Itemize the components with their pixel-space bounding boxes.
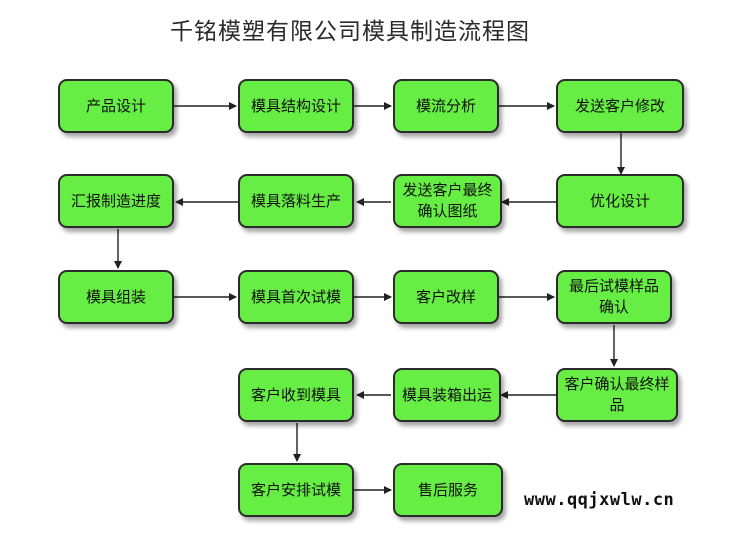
step-send-client-revision: 发送客户修改 [556,79,684,133]
step-client-receive-mold: 客户收到模具 [238,368,354,422]
step-client-confirm-final-sample: 客户确认最终样品 [556,368,678,422]
step-mold-structure-design: 模具结构设计 [238,79,354,133]
step-report-progress: 汇报制造进度 [58,174,174,228]
diagram-title: 千铭模塑有限公司模具制造流程图 [170,19,530,45]
website-watermark: www.qqjxwlw.cn [524,490,675,510]
step-optimize-design: 优化设计 [556,174,684,228]
step-first-trial: 模具首次试模 [238,270,354,324]
step-client-revise-sample: 客户改样 [393,270,499,324]
step-product-design: 产品设计 [58,79,174,133]
step-mold-packing-shipping: 模具装箱出运 [393,368,501,422]
step-client-arrange-trial: 客户安排试模 [238,463,354,517]
step-mold-flow-analysis: 模流分析 [393,79,499,133]
step-final-trial-sample-confirm: 最后试模样品确认 [556,270,672,324]
step-after-sales-service: 售后服务 [393,463,503,517]
step-send-client-final-drawing: 发送客户最终确认图纸 [393,174,502,228]
step-mold-assembly: 模具组装 [58,270,174,324]
step-mold-material-production: 模具落料生产 [238,174,354,228]
